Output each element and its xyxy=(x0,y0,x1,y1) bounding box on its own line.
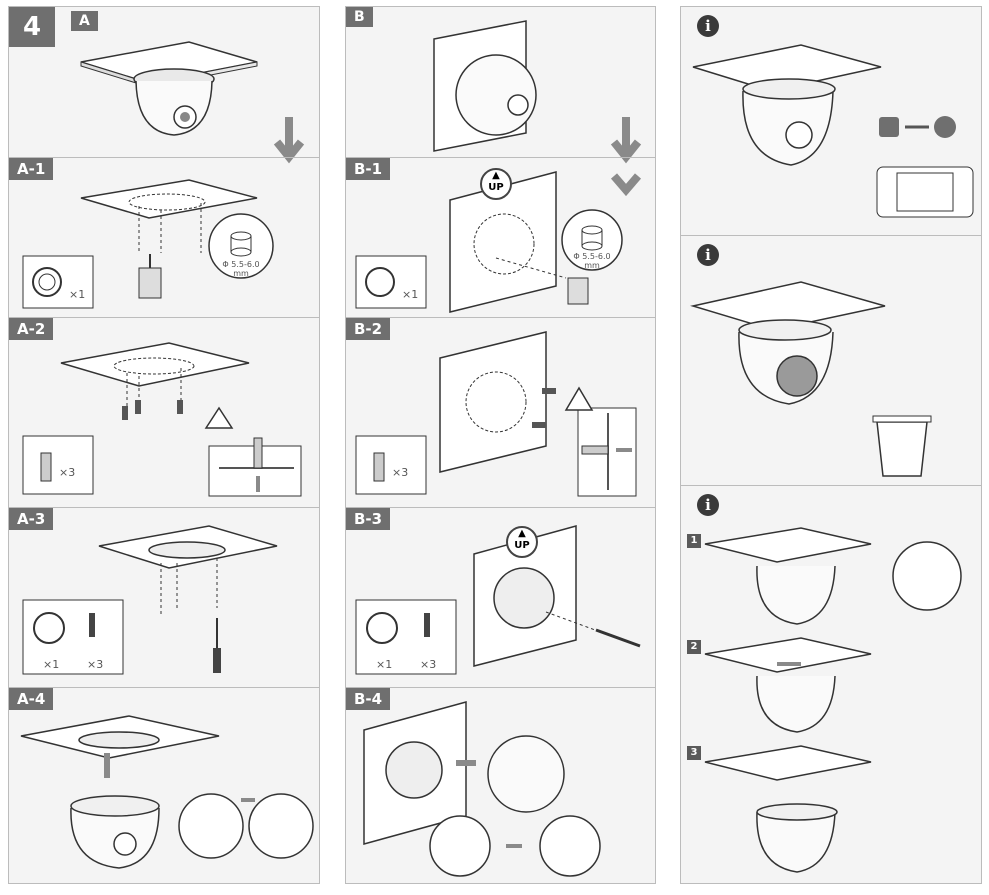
panel-label-b1: B-1 xyxy=(346,158,391,180)
attach-wall-camera-illustration xyxy=(363,701,601,877)
column-c: i i i 1 2 3 xyxy=(680,6,982,884)
wall-drill-illustration xyxy=(355,171,642,313)
panel-b-3: B-3 ▲UP ×1 ×3 xyxy=(346,507,655,688)
wall-camera-illustration xyxy=(433,20,642,164)
panel-a-3: A-3 ×1 ×3 xyxy=(9,507,319,688)
step-number: 4 xyxy=(9,7,55,47)
panel-label-a3: A-3 xyxy=(9,508,54,530)
panel-b-1: B-1 ▲UP ×1 Φ 5.5-6.0 mm xyxy=(346,157,655,318)
panel-adjust-view: i xyxy=(681,7,981,235)
ceiling-camera-illustration xyxy=(80,41,305,164)
wall-bracket-illustration xyxy=(355,525,641,675)
mount-bracket-illustration xyxy=(22,525,278,675)
diameter-value: Φ 5.5-6.0 xyxy=(222,260,260,269)
section-label-b: B xyxy=(346,7,373,27)
quantity-label-screws: ×3 xyxy=(420,658,437,671)
panel-label-a2: A-2 xyxy=(9,318,54,340)
up-label: UP xyxy=(514,540,530,551)
panel-a-2: A-2 ×3 xyxy=(9,317,319,508)
remove-film-illustration xyxy=(690,281,932,477)
wall-plugs-illustration xyxy=(355,331,637,497)
substep-1: 1 xyxy=(687,534,701,548)
info-icon: i xyxy=(697,494,719,516)
panel-b-overview: B xyxy=(346,7,655,164)
panel-disassemble: i 1 2 3 xyxy=(681,485,981,884)
panel-label-a1: A-1 xyxy=(9,158,54,180)
column-a: 4 A A-1 xyxy=(8,6,320,884)
quantity-label: ×1 xyxy=(69,288,86,301)
panel-b-4: B-4 xyxy=(346,687,655,884)
diameter-label: Φ 5.5-6.0 mm xyxy=(568,252,616,270)
panel-label-b4: B-4 xyxy=(346,688,391,710)
diameter-label: Φ 5.5-6.0 mm xyxy=(217,260,265,278)
quantity-label: ×3 xyxy=(59,466,76,479)
up-label: UP xyxy=(488,182,504,193)
panel-label-b2: B-2 xyxy=(346,318,391,340)
info-icon: i xyxy=(697,244,719,266)
diameter-unit: mm xyxy=(233,269,249,278)
info-icon: i xyxy=(697,15,719,37)
drill-holes-illustration xyxy=(22,179,274,309)
section-label-a: A xyxy=(71,11,98,31)
column-b: B B-1 ▲UP ×1 Φ 5.5-6.0 mm xyxy=(345,6,656,884)
adjust-angle-illustration xyxy=(692,44,974,218)
panel-a-1: A-1 ×1 Φ 5.5-6.0 mm xyxy=(9,157,319,318)
panel-label-b3: B-3 xyxy=(346,508,391,530)
wall-plugs-illustration xyxy=(22,342,302,497)
disassemble-illustration xyxy=(704,527,962,873)
panel-a-4: A-4 xyxy=(9,687,319,884)
quantity-label-bracket: ×1 xyxy=(376,658,393,671)
diameter-unit: mm xyxy=(584,261,600,270)
substep-3: 3 xyxy=(687,746,701,760)
quantity-label-bracket: ×1 xyxy=(43,658,60,671)
attach-camera-illustration xyxy=(20,715,314,869)
diameter-value: Φ 5.5-6.0 xyxy=(573,252,611,261)
panel-label-a4: A-4 xyxy=(9,688,54,710)
quantity-label: ×3 xyxy=(392,466,409,479)
up-indicator: ▲UP xyxy=(506,526,538,558)
panel-remove-film: i xyxy=(681,235,981,486)
up-indicator: ▲UP xyxy=(480,168,512,200)
substep-2: 2 xyxy=(687,640,701,654)
quantity-label-screws: ×3 xyxy=(87,658,104,671)
panel-b-2: B-2 ×3 xyxy=(346,317,655,508)
quantity-label: ×1 xyxy=(402,288,419,301)
panel-a-overview: 4 A xyxy=(9,7,319,164)
